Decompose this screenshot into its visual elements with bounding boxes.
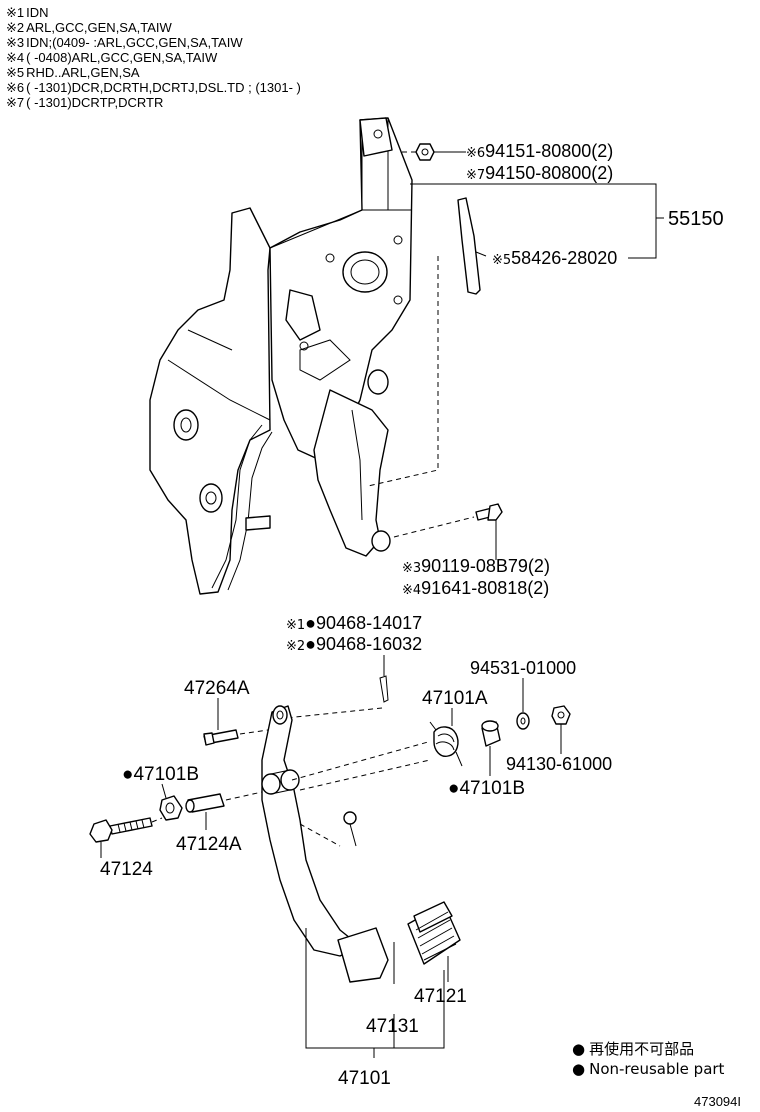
pedal-pad-drawing <box>407 901 461 982</box>
note-6: ※6( -1301)DCR,DCRTH,DCRTJ,DSL.TD ; (1301… <box>6 80 301 95</box>
callout-94150-80800: ※794150-80800(2) <box>466 163 613 183</box>
callout-47124A: 47124A <box>176 834 242 855</box>
callout-47124: 47124 <box>100 859 153 880</box>
callout-90119-08B79: ※390119-08B79(2) <box>402 556 550 576</box>
callout-47121: 47121 <box>414 986 467 1007</box>
callout-91641-80818: ※491641-80818(2) <box>402 578 549 598</box>
leader-55150 <box>410 183 657 259</box>
callout-58426-28020: ※558426-28020 <box>492 248 617 268</box>
callout-94531-01000: 94531-01000 <box>470 658 576 678</box>
nut-94130-drawing <box>551 705 571 754</box>
pedal-bracket-drawing <box>149 117 413 595</box>
callout-90468-16032: ※2●90468-16032 <box>286 634 422 654</box>
callout-47101B-right: ●47101B <box>448 778 525 799</box>
callout-47101A: 47101A <box>422 688 488 709</box>
legend-non-reusable-en: ●Non-reusable part <box>572 1060 725 1078</box>
figure-reference: 473094I <box>694 1094 741 1109</box>
collar-47124A-drawing <box>185 791 263 830</box>
callout-55150: 55150 <box>668 208 724 230</box>
leader-47101 <box>305 928 445 1049</box>
callout-47131: 47131 <box>366 1016 419 1037</box>
bushing-47101B-right-drawing <box>481 720 501 776</box>
callout-47264A: 47264A <box>184 678 250 699</box>
note-7: ※7( -1301)DCRTP,DCRTR <box>6 95 163 110</box>
spring-47101A-drawing <box>429 708 463 767</box>
bolt-90119-drawing <box>393 503 503 560</box>
callout-94130-61000: 94130-61000 <box>506 754 612 774</box>
legend: ●再使用不可部品 ●Non-reusable part <box>572 1040 725 1078</box>
clip-pin-drawing <box>285 655 389 719</box>
note-4: ※4( -0408)ARL,GCC,GEN,SA,TAIW <box>6 50 218 65</box>
callout-90468-14017: ※1●90468-14017 <box>286 613 422 633</box>
washer-94531-drawing <box>516 678 530 730</box>
bolt-47124-drawing <box>89 817 163 858</box>
brake-pedal-lever-drawing <box>261 705 431 983</box>
callout-47101B-left: ●47101B <box>122 764 199 785</box>
legend-non-reusable-jp: ●再使用不可部品 <box>572 1040 694 1058</box>
stopper-58426-drawing <box>367 197 487 487</box>
bushing-47101B-left-drawing <box>159 783 183 821</box>
callout-94151-80800: ※694151-80800(2) <box>466 141 613 161</box>
callout-47101: 47101 <box>338 1068 391 1089</box>
nut-94151-drawing <box>402 143 466 161</box>
pin-47264A-drawing <box>203 698 269 746</box>
